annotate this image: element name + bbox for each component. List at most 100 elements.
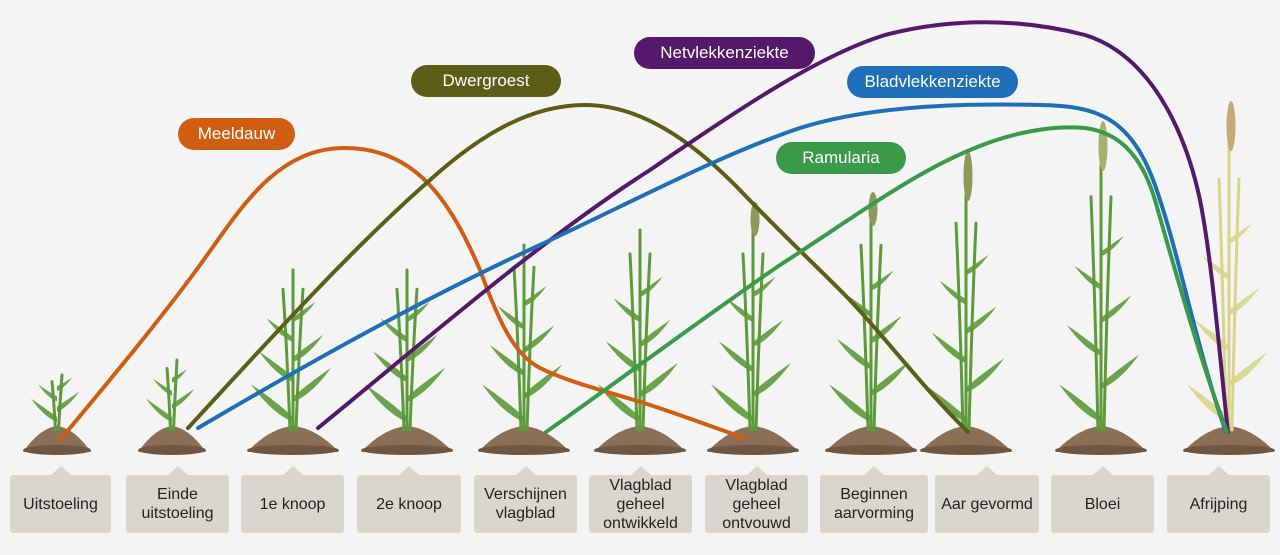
diagram-canvas: [23, 20, 1275, 455]
plant-leaf: [966, 254, 989, 276]
curve-dwergroest: [186, 103, 970, 434]
stage-label: Uitstoeling: [23, 495, 98, 513]
plant-verschijnen-vlagblad: [478, 243, 570, 455]
stage-1e-knoop: 1e knoop: [241, 466, 344, 533]
soil-shadow: [23, 445, 91, 455]
plant-leaf: [57, 377, 73, 392]
soil-mound: [23, 426, 91, 452]
plant-leaf: [640, 362, 679, 397]
plant-stem: [395, 287, 406, 432]
plant-vlagblad-geheel-ontwikkeld: [594, 228, 686, 455]
plant-leaf: [871, 361, 910, 396]
soil-shadow: [707, 445, 799, 455]
plant-stem: [512, 265, 523, 432]
stage-label: Vlagblad geheel ontvouwd: [722, 476, 791, 532]
plant-stem: [165, 366, 172, 432]
stage-label: 1e knoop: [259, 495, 326, 513]
plant-leaf: [258, 351, 293, 382]
plant-leaf: [966, 306, 997, 334]
soil-shadow: [825, 445, 917, 455]
plant-stem: [172, 358, 179, 432]
plant-leaf: [718, 341, 753, 372]
plant-leaf: [871, 270, 894, 291]
plant-leaf: [524, 325, 555, 353]
plant-leaf: [365, 384, 407, 422]
soil-shadow: [1055, 445, 1147, 455]
plant-leaf: [640, 319, 671, 347]
label-netvlekkenziekte: Netvlekkenziekte: [634, 37, 815, 69]
label-bladvlekkenziekte: Bladvlekkenziekte: [847, 66, 1018, 98]
stage-label: Vlagblad geheel ontwikkeld: [603, 476, 678, 532]
plant-leaf: [1066, 324, 1101, 356]
plant-leaf: [1059, 384, 1101, 422]
plant-stem: [954, 221, 965, 432]
plant-aar-gevormd: [920, 151, 1012, 455]
label-ramularia: Ramularia: [776, 142, 906, 174]
plant-stem: [1102, 195, 1113, 432]
plant-leaf: [1202, 255, 1229, 280]
plant-leaf: [38, 384, 57, 402]
plant-leaf: [726, 298, 753, 322]
plant-leaf: [829, 384, 871, 422]
soil-mound: [1055, 426, 1147, 452]
soil-shadow: [138, 445, 206, 455]
plant-ear: [963, 151, 973, 201]
plant-stem: [641, 252, 652, 432]
plant-leaf: [605, 341, 640, 372]
plant-leaf: [172, 388, 195, 409]
plant-afrijping: [1183, 101, 1275, 455]
plant-leaf: [407, 367, 446, 402]
plant-stem: [281, 287, 292, 432]
stage-einde-uitstoeling: Einde uitstoeling: [126, 466, 229, 533]
plant-stem: [57, 373, 64, 432]
soil-shadow: [1183, 445, 1275, 455]
plant-leaf: [153, 378, 172, 396]
plant-leaf: [1101, 354, 1140, 389]
plant-leaf: [613, 298, 640, 322]
soil-shadow: [478, 445, 570, 455]
plant-leaf: [293, 334, 324, 362]
plant-leaf: [57, 391, 80, 412]
plant-leaf: [640, 276, 663, 297]
stage-label: 2e knoop: [376, 495, 442, 513]
plant-stem: [741, 252, 752, 432]
plant-leaf: [293, 367, 332, 402]
plant-leaf: [407, 301, 430, 322]
stage-beginnen-aarvorming: Beginnen aarvorming: [820, 466, 928, 533]
curve-meeldauw: [58, 146, 747, 442]
plant-leaf: [871, 315, 902, 344]
plant-leaf: [251, 384, 293, 422]
stage-vlagblad-geheel-ontvouwd: Vlagblad geheel ontvouwd: [705, 466, 808, 533]
plant-stem: [628, 252, 639, 432]
plant-leaf: [146, 398, 172, 422]
soil-mound: [361, 426, 453, 452]
stage-aar-gevormd: Aar gevormd: [935, 466, 1039, 533]
plant-stem: [50, 380, 57, 432]
stage-verschijnen-vlagblad: Verschijnen vlagblad: [474, 466, 577, 533]
plant-leaf: [966, 358, 1005, 393]
plant-leaf: [1229, 223, 1252, 244]
plant-2e-knoop: [361, 268, 453, 455]
stage-label: Bloei: [1084, 495, 1121, 513]
plant-leaf: [172, 368, 188, 383]
plant-leaf: [711, 384, 753, 422]
disease-curves: [58, 20, 1230, 442]
plant-stem: [1089, 195, 1100, 432]
plant-leaf: [1229, 352, 1268, 387]
plant-leaf: [1229, 287, 1260, 316]
stage-uitstoeling: Uitstoeling: [10, 466, 111, 533]
plant-leaf: [753, 319, 784, 347]
plant-ear: [1226, 101, 1236, 151]
soil-mound: [920, 426, 1012, 452]
stage-label: Verschijnen vlagblad: [484, 486, 567, 522]
stage-vlagblad-geheel-ontwikkeld: Vlagblad geheel ontwikkeld: [589, 466, 692, 533]
soil-mound: [1183, 426, 1275, 452]
stage-bloei: Bloei: [1051, 466, 1154, 533]
plant-stem: [1230, 177, 1241, 432]
soil-mound: [247, 426, 339, 452]
plant-ear: [1098, 121, 1108, 171]
plant-leaf: [931, 332, 966, 364]
plant-leaf: [482, 384, 524, 422]
plant-leaf: [380, 318, 407, 342]
